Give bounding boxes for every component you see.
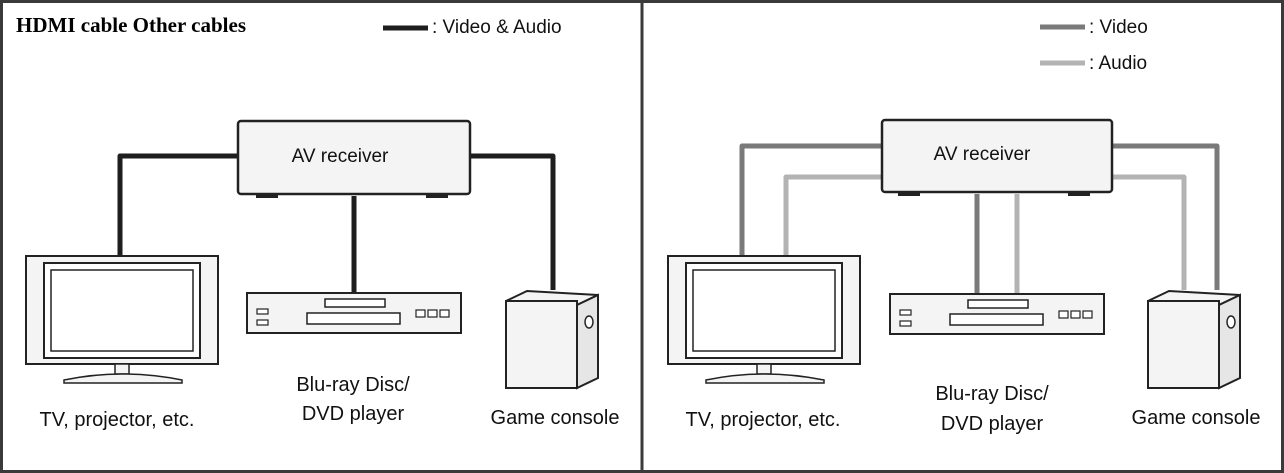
game-console-device-right — [1147, 289, 1241, 390]
game-console-device — [505, 289, 599, 390]
panel-title: HDMI cable Other cables — [16, 13, 246, 37]
tv-label-right: TV, projector, etc. — [686, 409, 841, 431]
video-cable-game — [1112, 143, 1220, 290]
legend-label-video: : Video — [1089, 17, 1148, 38]
video-cables — [739, 143, 1220, 293]
legend-video: : Video — [1040, 17, 1148, 38]
audio-cable-tv — [783, 174, 882, 258]
legend-label-audio: : Audio — [1089, 53, 1147, 74]
hdmi-cable-tv — [117, 153, 238, 258]
tv-device-right — [667, 255, 861, 384]
video-cable-tv — [739, 143, 882, 258]
tv-device — [25, 255, 219, 384]
panel-other-cables: : Video : Audio AV receiver — [667, 17, 1261, 435]
av-receiver-device: AV receiver — [236, 119, 472, 198]
bluray-label-line1: Blu-ray Disc/ — [296, 374, 410, 396]
game-console-label: Game console — [491, 407, 620, 429]
bluray-label-line2-right: DVD player — [941, 413, 1044, 435]
hdmi-cables — [117, 153, 556, 292]
tv-label: TV, projector, etc. — [40, 409, 195, 431]
legend-video-audio: : Video & Audio — [383, 17, 562, 38]
bluray-player-device-right — [889, 293, 1105, 335]
av-receiver-device-right: AV receiver — [880, 118, 1114, 196]
legend-label-video-audio: : Video & Audio — [432, 17, 562, 38]
hdmi-cable-game — [470, 153, 556, 290]
av-receiver-label: AV receiver — [292, 146, 389, 167]
bluray-label-line1-right: Blu-ray Disc/ — [935, 383, 1049, 405]
bluray-label-line2: DVD player — [302, 403, 405, 425]
legend-audio: : Audio — [1040, 53, 1147, 74]
audio-cable-game — [1112, 174, 1187, 290]
game-console-label-right: Game console — [1132, 407, 1261, 429]
av-receiver-label-right: AV receiver — [934, 144, 1031, 165]
audio-cables — [783, 174, 1187, 293]
panel-hdmi: HDMI cable Other cables : Video & Audio … — [16, 13, 619, 431]
bluray-player-device — [246, 292, 462, 334]
